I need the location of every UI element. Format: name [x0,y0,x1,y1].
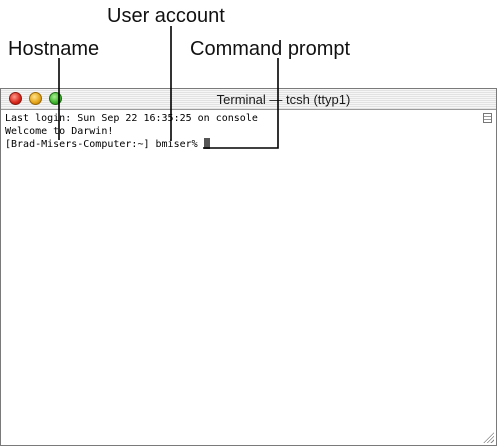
hostname-callout: Hostname [8,38,100,60]
terminal-window: Terminal — tcsh (ttyp1) Last login: Sun … [0,88,497,446]
prompt-text: [Brad-Misers-Computer:~] bmiser% [5,139,204,150]
command-prompt-callout: Command prompt [190,38,351,60]
terminal-prompt-line: [Brad-Misers-Computer:~] bmiser% [5,138,478,151]
text-cursor [203,138,210,149]
terminal-line: Welcome to Darwin! [5,126,114,137]
window-title: Terminal — tcsh (ttyp1) [216,92,351,107]
close-button[interactable] [9,92,22,105]
user-account-callout: User account [107,5,225,27]
terminal-output[interactable]: Last login: Sun Sep 22 16:35:25 on conso… [5,112,478,151]
minimize-button[interactable] [29,92,42,105]
scroll-indicator-icon[interactable] [483,113,492,123]
resize-grip-icon[interactable] [482,431,494,443]
terminal-line: Last login: Sun Sep 22 16:35:25 on conso… [5,113,258,124]
title-bar[interactable]: Terminal — tcsh (ttyp1) [1,89,496,110]
